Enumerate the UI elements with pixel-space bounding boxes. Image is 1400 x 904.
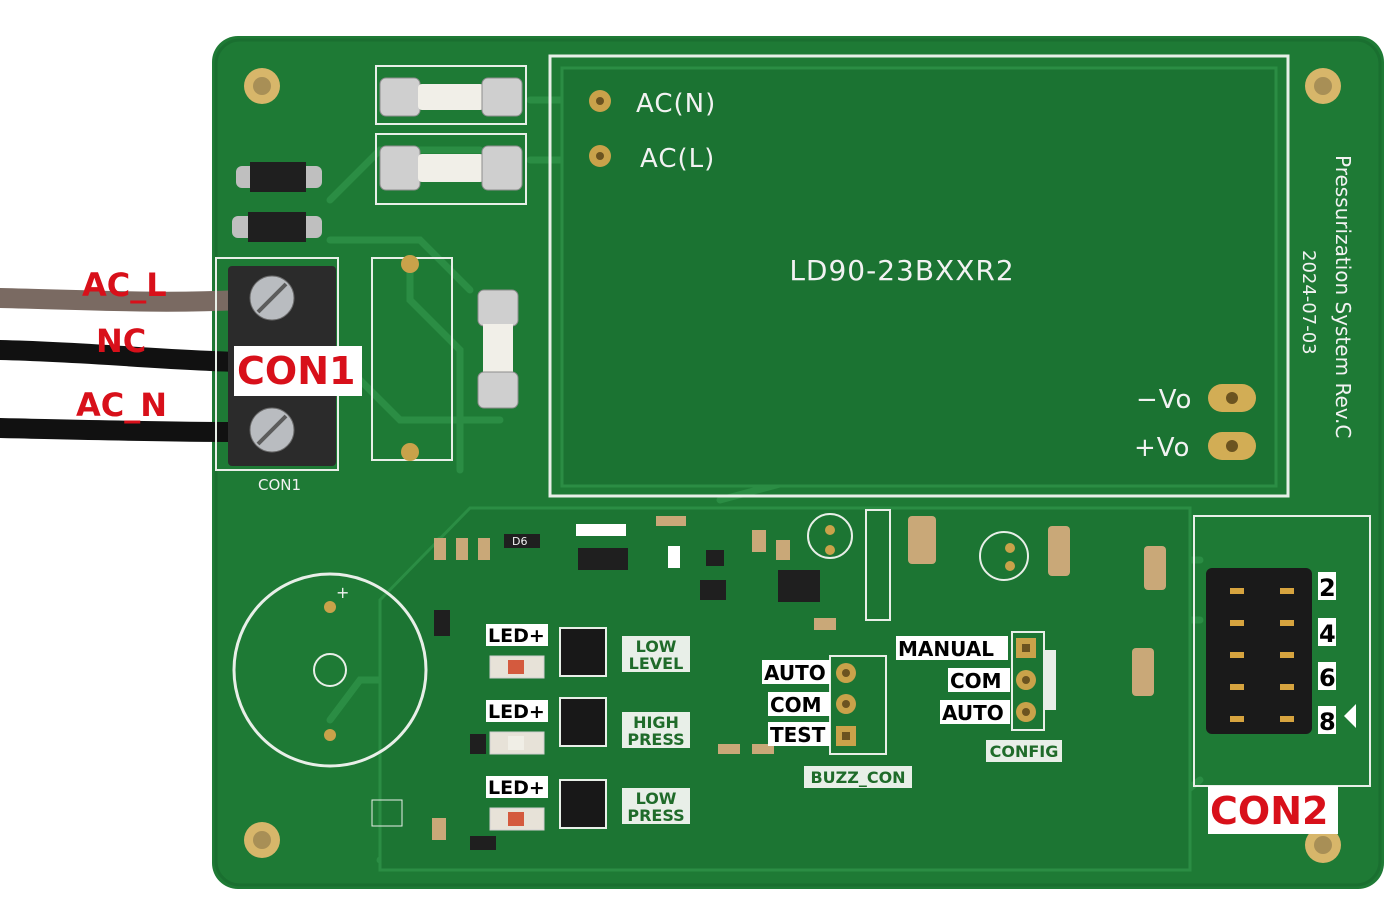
con2-pin-label-bg xyxy=(1318,662,1336,690)
status-label-bg xyxy=(622,788,690,824)
d6-mark: D6 xyxy=(512,535,527,548)
buzz-pin-label-bg xyxy=(762,660,830,684)
status-line-2: PRESS xyxy=(627,730,684,749)
smd-diodes xyxy=(232,162,322,242)
con1-silk-label: CON1 xyxy=(258,476,301,494)
led-label-bg xyxy=(486,624,548,646)
config-pin-label-bg xyxy=(940,700,1010,724)
status-line-1: LOW xyxy=(636,637,677,656)
led-label-bg xyxy=(486,776,548,798)
con2-pin-label: 6 xyxy=(1319,664,1336,692)
power-module-outline xyxy=(548,54,1290,498)
buzz-con-header: AUTO COM TEST BUZZ_CON xyxy=(762,655,912,788)
status-line-1: HIGH xyxy=(633,713,679,732)
status-label-bg xyxy=(622,636,690,672)
power-module-inner xyxy=(560,66,1278,488)
led-row-2: LED+ HIGH PRESS xyxy=(486,697,690,755)
fuse-vertical xyxy=(477,289,519,409)
status-line-2: PRESS xyxy=(627,806,684,825)
con2-pin-label: 8 xyxy=(1319,708,1336,736)
fuse-top xyxy=(375,65,527,125)
led-label: LED+ xyxy=(488,701,545,723)
con2-pin-label-bg xyxy=(1318,572,1336,600)
buzz-pin-label: AUTO xyxy=(764,661,826,685)
board-title-vertical: Pressurization System Rev.C xyxy=(1331,155,1355,438)
ic-chip xyxy=(559,627,607,677)
buzz-caption-bg xyxy=(804,766,912,788)
ac-l-annotation: AC_L xyxy=(82,266,167,304)
smd-components xyxy=(371,509,1166,850)
led-label: LED+ xyxy=(488,777,545,799)
board-date-vertical: 2024-07-03 xyxy=(1298,250,1319,355)
wires xyxy=(0,288,250,442)
led-row-3: LED+ LOW PRESS xyxy=(486,776,690,831)
config-pin-label-bg xyxy=(896,636,1008,660)
module-part-label: LD90-23BXXR2 xyxy=(789,254,1014,287)
status-line-1: LOW xyxy=(636,789,677,808)
config-pin-label-bg xyxy=(948,668,1010,692)
ac-n-annotation: AC_N xyxy=(76,386,167,424)
con2-pin-label: 4 xyxy=(1319,620,1336,648)
led-label: LED+ xyxy=(488,625,545,647)
config-pin-label: COM xyxy=(950,669,1002,693)
config-caption-bg xyxy=(986,740,1062,762)
con2-header: 2 4 6 8 xyxy=(1193,515,1371,787)
ic-chip xyxy=(559,779,607,829)
buzz-pin-label: TEST xyxy=(770,723,826,747)
mounting-holes xyxy=(244,68,1341,863)
con2-pin-label-bg xyxy=(1318,706,1336,734)
con2-pin-label-bg xyxy=(1318,618,1336,646)
led-label-bg xyxy=(486,700,548,722)
buzz-con-caption: BUZZ_CON xyxy=(810,768,905,787)
config-pin-label: MANUAL xyxy=(898,637,994,661)
buzz-pin-label: COM xyxy=(770,693,822,717)
buzzer-plus-mark: + xyxy=(336,583,349,602)
buzzer xyxy=(232,572,428,768)
con1-annotation-bg xyxy=(234,346,362,396)
config-caption: CONFIG xyxy=(990,742,1059,761)
ic-chip xyxy=(559,697,607,747)
led-row-1: LED+ LOW LEVEL xyxy=(486,624,690,679)
con2-annotation-bg xyxy=(1208,786,1338,834)
fuse-bottom xyxy=(375,133,527,205)
ac-l-label: AC(L) xyxy=(640,144,715,174)
config-pin-label: AUTO xyxy=(942,701,1004,725)
minus-vo-label: −Vo xyxy=(1136,385,1192,415)
status-label-bg xyxy=(622,712,690,748)
status-line-2: LEVEL xyxy=(629,654,684,673)
nc-annotation: NC xyxy=(96,322,146,360)
con1-annotation: CON1 xyxy=(237,349,355,393)
ac-n-label: AC(N) xyxy=(636,89,716,119)
plus-vo-label: +Vo xyxy=(1134,433,1190,463)
config-header: MANUAL COM AUTO CONFIG xyxy=(896,631,1062,762)
con2-pin-label: 2 xyxy=(1319,574,1336,602)
buzz-pin-label-bg xyxy=(768,692,830,716)
buzz-pin-label-bg xyxy=(768,722,830,746)
con2-annotation: CON2 xyxy=(1210,789,1328,833)
